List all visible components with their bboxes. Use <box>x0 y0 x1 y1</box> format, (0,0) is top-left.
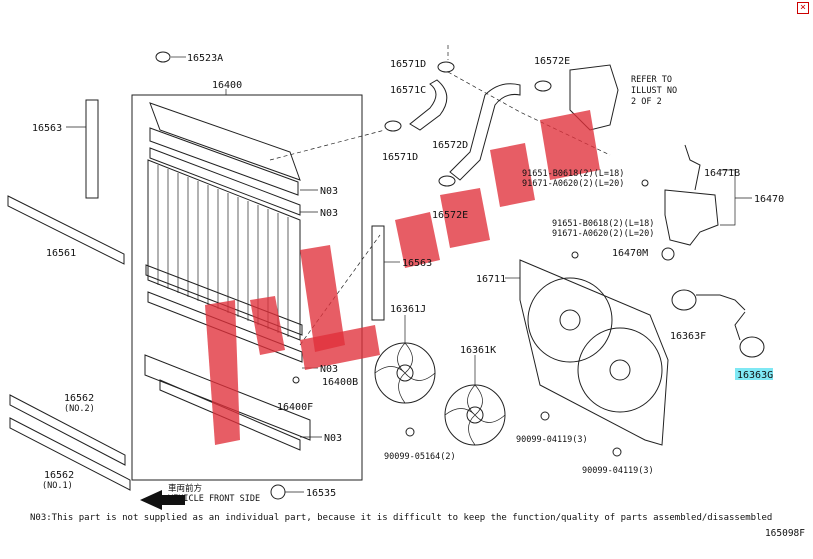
seal-16563-left[interactable] <box>85 99 99 199</box>
fan-motor-16363g[interactable] <box>739 336 765 358</box>
callout-n03-b: N03 <box>320 208 338 219</box>
vehicle-front-jp: 車両前方 <box>168 483 202 494</box>
callout-n03-c: N03 <box>320 364 338 375</box>
reservoir-tank[interactable] <box>664 189 719 246</box>
bolt-b <box>571 251 579 259</box>
callout-bolt-b1: 91651-B0618(2)(L=18) <box>552 219 654 229</box>
motor-harness-g <box>734 311 746 341</box>
fan-16361j-blades <box>374 342 436 404</box>
refer-line-1: REFER TO <box>631 75 672 85</box>
callout-16571c: 16571C <box>390 85 426 96</box>
callout-16400: 16400 <box>212 80 242 91</box>
callout-16571d-mid: 16571D <box>382 152 418 163</box>
callout-16562-1: 16562 <box>44 470 74 481</box>
vehicle-front-en: VEHICLE FRONT SIDE <box>168 494 260 504</box>
seal-16562-no1[interactable] <box>9 417 131 491</box>
hose-clamp-top[interactable] <box>437 61 455 73</box>
hose-clamp-outlet[interactable] <box>534 80 552 92</box>
upper-seal <box>149 147 301 216</box>
radiator-frame-box <box>131 94 363 481</box>
shroud-ring-right <box>577 327 663 413</box>
callout-16363g-highlight <box>735 368 773 380</box>
callout-16572e-top: 16572E <box>534 56 570 67</box>
callout-90099-05164: 90099-05164(2) <box>384 452 456 462</box>
callout-16400b: 16400B <box>322 377 358 388</box>
reservoir-hose[interactable] <box>684 144 701 191</box>
callout-16471b: 16471B <box>704 168 740 179</box>
bolt-a <box>641 179 649 187</box>
lower-gasket <box>147 291 303 363</box>
refer-line-2: ILLUST NO <box>631 86 677 96</box>
lower-hose[interactable] <box>449 83 521 181</box>
drawing-number: 165098F <box>764 528 805 539</box>
callout-16400f: 16400F <box>277 402 313 413</box>
callout-bolt-a2: 91671-A0620(2)(L=20) <box>522 179 624 189</box>
hose-clamp-mid[interactable] <box>384 120 402 132</box>
fan-16361k-hub <box>466 406 484 424</box>
watermark-logo <box>205 110 600 445</box>
callout-16363f: 16363F <box>670 331 706 342</box>
lower-core-plate <box>145 264 303 336</box>
callout-90099-04119-a: 90099-04119(3) <box>516 435 588 445</box>
callout-n03-a: N03 <box>320 186 338 197</box>
seal-16561[interactable] <box>7 195 125 265</box>
close-icon[interactable]: × <box>797 2 809 14</box>
small-bolt <box>292 376 300 384</box>
upper-gasket <box>149 127 299 196</box>
callout-16571d-top: 16571D <box>390 59 426 70</box>
callout-90099-04119-b: 90099-04119(3) <box>582 466 654 476</box>
radiator-cap[interactable] <box>155 51 171 63</box>
callout-16563-mid: 16563 <box>402 258 432 269</box>
lower-tank-base <box>159 379 301 451</box>
seal-16562-no2[interactable] <box>9 394 126 466</box>
callout-n03-d: N03 <box>324 433 342 444</box>
callout-16562-2: 16562 <box>64 393 94 404</box>
shroud-ring-left <box>527 277 613 363</box>
reservoir-cap[interactable] <box>661 247 675 261</box>
callout-bolt-a1: 91651-B0618(2)(L=18) <box>522 169 624 179</box>
callout-bolt-b2: 91671-A0620(2)(L=20) <box>552 229 654 239</box>
screw-90099-05164 <box>405 427 415 437</box>
seal-16563-center[interactable] <box>371 225 385 321</box>
upper-hose[interactable] <box>409 79 448 131</box>
callout-16562-1-sub: (NO.1) <box>42 481 73 491</box>
fan-16361k-blades <box>444 384 506 446</box>
callout-16572e-mid: 16572E <box>432 210 468 221</box>
callout-16561: 16561 <box>46 248 76 259</box>
callout-16470: 16470 <box>754 194 784 205</box>
callout-16523a: 16523A <box>187 53 223 64</box>
shroud-hub-left <box>559 309 581 331</box>
screw-90099-04119-b <box>612 447 622 457</box>
callout-16563-left: 16563 <box>32 123 62 134</box>
lower-tank[interactable] <box>144 354 311 441</box>
fan-motor-16363f[interactable] <box>671 289 697 311</box>
motor-harness-f <box>696 294 746 311</box>
refer-line-3: 2 OF 2 <box>631 97 662 107</box>
shroud-hub-right <box>609 359 631 381</box>
fan-shroud[interactable] <box>519 259 669 446</box>
vehicle-front-arrow-icon <box>140 490 185 510</box>
screw-90099-04119-a <box>540 411 550 421</box>
hose-clamp-lower[interactable] <box>438 175 456 187</box>
radiator-fins <box>157 165 289 337</box>
callout-16572d: 16572D <box>432 140 468 151</box>
callout-16363g[interactable]: 16363G <box>737 370 773 381</box>
callout-16711: 16711 <box>476 274 506 285</box>
callout-16535: 16535 <box>306 488 336 499</box>
water-outlet[interactable] <box>569 64 619 131</box>
callout-16361j: 16361J <box>390 304 426 315</box>
footnote: N03:This part is not supplied as an indi… <box>30 513 773 523</box>
upper-tank[interactable] <box>149 102 301 181</box>
drain-plug[interactable] <box>270 484 286 500</box>
callout-16470m: 16470M <box>612 248 648 259</box>
callout-16361k: 16361K <box>460 345 496 356</box>
fan-16361j-hub <box>396 364 414 382</box>
callout-16562-2-sub: (NO.2) <box>64 404 95 414</box>
